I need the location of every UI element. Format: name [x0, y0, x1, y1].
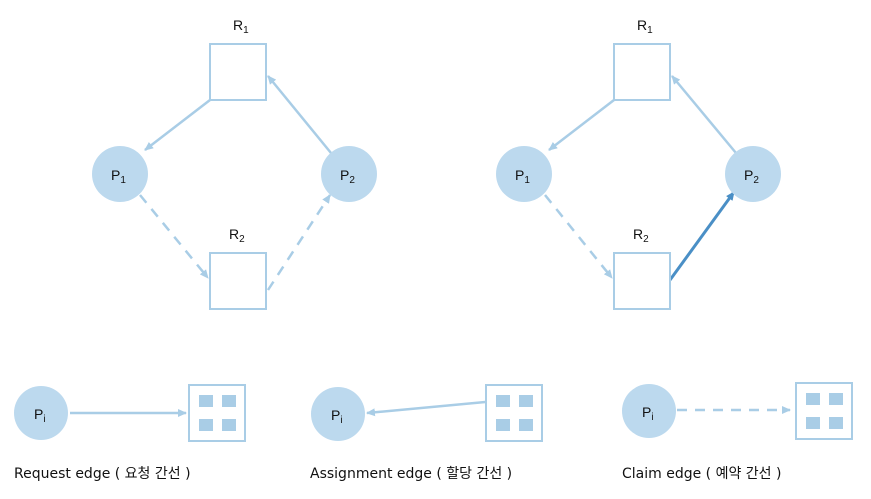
process-p1-node [496, 146, 552, 202]
label-pi: Pi [642, 404, 654, 423]
process-p2-node [725, 146, 781, 202]
claim-edge-p1-to-r2 [544, 194, 613, 279]
process-pi-node [14, 386, 68, 440]
claim-edge-p1-to-r2 [139, 194, 209, 279]
edge-r1-to-p1 [548, 99, 615, 151]
label-p1: P1 [515, 167, 530, 186]
resource-instances-box [188, 384, 246, 442]
resource-instances-box [795, 382, 853, 440]
resource-r1-box [209, 43, 267, 101]
right-graph: R1 R2 P1 P2 [496, 17, 781, 310]
edge-r1-to-p1 [144, 99, 211, 151]
resource-instance [829, 393, 843, 405]
label-p2: P2 [340, 167, 355, 186]
label-r2: R2 [229, 226, 245, 245]
process-p2-node [321, 146, 377, 202]
resource-instance [222, 419, 236, 431]
legend-assignment-edge: Pi Assignment edge ( 할당 간선 ) [310, 384, 543, 482]
caption-assignment-edge: Assignment edge ( 할당 간선 ) [310, 466, 512, 482]
resource-instance [519, 419, 533, 431]
edge-p2-to-r1 [671, 75, 737, 154]
resource-instance [199, 419, 213, 431]
process-pi-node [311, 387, 365, 441]
caption-request-edge: Request edge ( 요청 간선 ) [14, 466, 191, 482]
legend-request-edge: Pi Request edge ( 요청 간선 ) [14, 384, 246, 482]
resource-r2-box [613, 252, 671, 310]
label-r1: R1 [233, 17, 249, 36]
resource-instance [829, 417, 843, 429]
label-p2: P2 [744, 167, 759, 186]
label-pi: Pi [331, 407, 343, 426]
process-p1-node [92, 146, 148, 202]
assignment-edge-arrow [366, 399, 497, 417]
claim-edge-r2-to-p2 [266, 194, 332, 291]
label-r2: R2 [633, 226, 649, 245]
resource-r2-box [209, 252, 267, 310]
resource-instances-box [485, 384, 543, 442]
caption-claim-edge: Claim edge ( 예약 간선 ) [622, 466, 781, 482]
resource-r1-box [613, 43, 671, 101]
resource-instance [199, 395, 213, 407]
resource-instance [519, 395, 533, 407]
legend-claim-edge: Pi Claim edge ( 예약 간선 ) [622, 382, 853, 482]
resource-instance [222, 395, 236, 407]
resource-instance [806, 417, 820, 429]
edge-p2-to-r1 [267, 75, 332, 154]
label-p1: P1 [111, 167, 126, 186]
resource-instance [806, 393, 820, 405]
assignment-edge-r2-to-p2 [668, 191, 736, 281]
left-graph: R1 R2 P1 P2 [92, 17, 377, 310]
resource-instance [496, 419, 510, 431]
resource-instance [496, 395, 510, 407]
label-r1: R1 [637, 17, 653, 36]
label-pi: Pi [34, 406, 46, 425]
process-pi-node [622, 384, 676, 438]
